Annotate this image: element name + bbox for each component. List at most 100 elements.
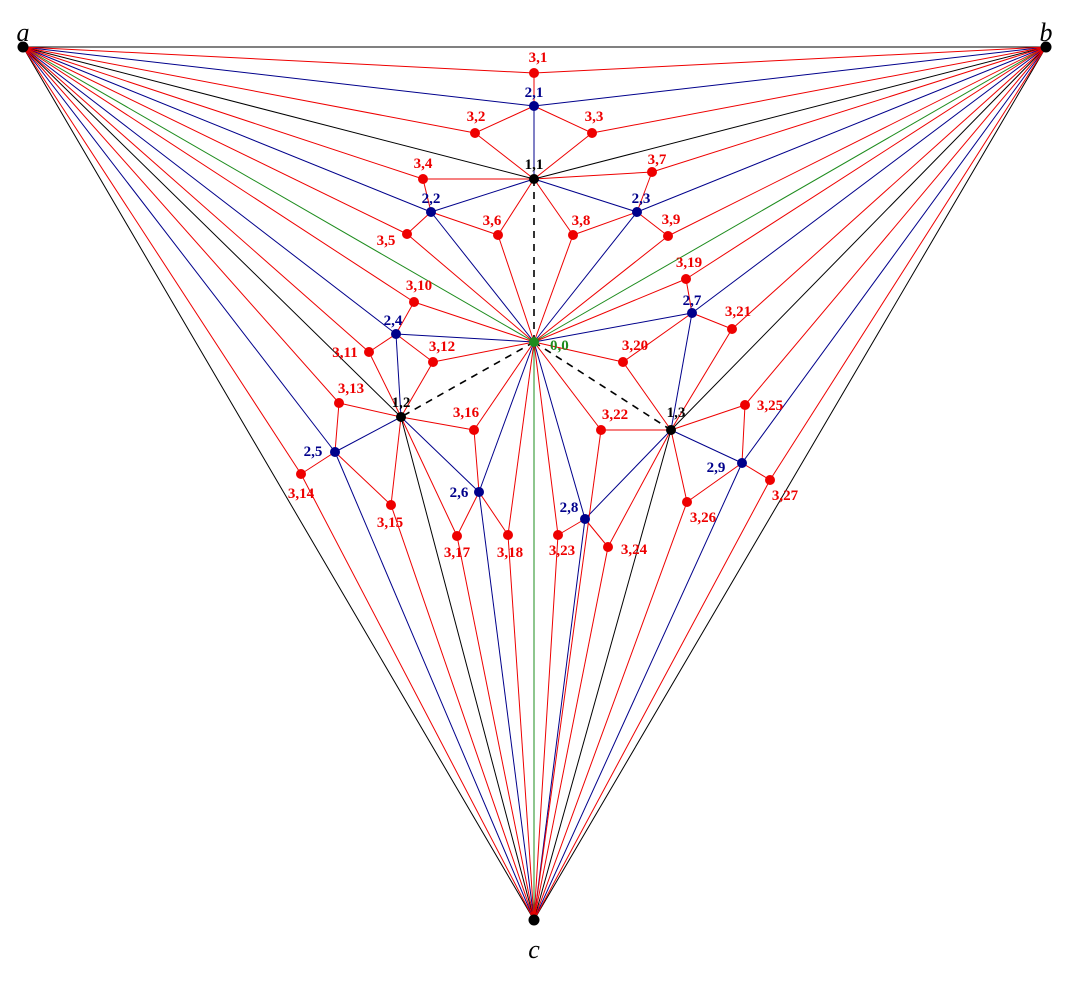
edge-c-3,17 [456, 535, 535, 921]
vertex-label-3-10: 3,10 [406, 278, 432, 294]
edge-c-3,27 [533, 479, 771, 921]
edge-c-1,3 [533, 429, 672, 921]
edge-0,0-2,2 [430, 211, 535, 343]
vertex-1-3 [666, 425, 676, 435]
vertex-label-2-4: 2,4 [384, 313, 403, 329]
vertex-label-3-7: 3,7 [648, 152, 667, 168]
edge-2,4-3,12 [395, 333, 434, 363]
vertex-2-8 [580, 514, 590, 524]
vertex-3-5 [402, 229, 412, 239]
edge-1,1-3,7 [533, 171, 653, 180]
edge-a-3,4 [22, 46, 424, 180]
edge-b-3,3 [591, 46, 1047, 134]
edge-b-3,21 [731, 46, 1047, 330]
edge-c-3,15 [390, 504, 535, 921]
vertex-label-3-5: 3,5 [377, 233, 396, 249]
edge-b-3,7 [651, 46, 1047, 173]
edge-b-c [533, 46, 1047, 921]
vertex-3-4 [418, 174, 428, 184]
edge-2,5-3,15 [334, 451, 392, 506]
vertex-2-2 [426, 207, 436, 217]
vertex-label-3-2: 3,2 [467, 109, 486, 125]
edge-1,2-3,16 [400, 416, 475, 431]
vertex-3-9 [663, 231, 673, 241]
edge-0,0-3,10 [413, 301, 535, 343]
edge-1,2-3,11 [368, 351, 402, 418]
edge-b-3,1 [533, 46, 1047, 74]
vertex-3-23 [553, 530, 563, 540]
vertex-3-18 [503, 530, 513, 540]
edge-0,0-3,8 [533, 234, 574, 343]
edge-2,9-3,26 [686, 462, 743, 503]
edges-layer [22, 46, 1047, 921]
edge-c-3,22 [533, 429, 602, 921]
vertex-label-3-16: 3,16 [453, 405, 480, 421]
edge-1,3-3,24 [607, 429, 672, 548]
edge-c-3,14 [300, 473, 535, 921]
vertex-label-0-0: 0,0 [550, 338, 569, 354]
edge-b-3,19 [685, 46, 1047, 280]
vertex-3-10 [409, 297, 419, 307]
vertex-label-3-15: 3,15 [377, 515, 403, 531]
vertex-3-15 [386, 500, 396, 510]
edge-2,9-3,27 [741, 462, 771, 481]
edge-1,1-3,8 [533, 178, 574, 236]
vertex-label-3-24: 3,24 [621, 542, 648, 558]
vertex-1-2 [396, 412, 406, 422]
vertex-3-21 [727, 324, 737, 334]
edge-2,7-3,19 [685, 278, 693, 314]
edge-2,4-3,10 [395, 301, 415, 335]
edge-a-c [22, 46, 535, 921]
vertex-3-12 [428, 357, 438, 367]
vertex-3-17 [452, 531, 462, 541]
vertex-label-3-9: 3,9 [662, 212, 681, 228]
edge-1,3-3,21 [670, 328, 733, 431]
edge-c-3,24 [533, 546, 609, 921]
vertex-3-20 [618, 357, 628, 367]
vertex-label-3-6: 3,6 [483, 213, 502, 229]
vertex-label-3-20: 3,20 [622, 338, 648, 354]
vertex-label-2-6: 2,6 [450, 485, 469, 501]
edge-b-2,7 [691, 46, 1047, 314]
vertex-2-6 [474, 487, 484, 497]
edge-c-2,6 [478, 491, 535, 921]
edge-2,6-3,16 [473, 429, 480, 493]
edge-1,2-3,13 [338, 402, 402, 418]
edge-0,0-3,16 [473, 341, 535, 431]
vertex-1-1 [529, 174, 539, 184]
vertex-label-3-22: 3,22 [602, 407, 628, 423]
edge-2,9-3,25 [741, 404, 746, 464]
edge-c-3,26 [533, 501, 688, 921]
edge-1,1-3,6 [497, 178, 535, 236]
edge-0,0-2,8 [533, 341, 586, 520]
edge-2,8-3,24 [584, 518, 609, 548]
edge-c-2,8 [533, 518, 586, 921]
edge-2,3-3,9 [636, 211, 669, 237]
vertex-label-3-19: 3,19 [676, 255, 702, 271]
edge-2,7-3,21 [691, 312, 733, 330]
vertex-3-1 [529, 68, 539, 78]
edge-1,3-2,8 [584, 429, 672, 520]
vertex-3-25 [740, 400, 750, 410]
edge-a-3,1 [22, 46, 535, 74]
edge-2,5-3,14 [300, 451, 336, 475]
vertex-label-3-21: 3,21 [725, 304, 751, 320]
vertex-label-1-3: 1,3 [667, 405, 686, 421]
vertex-3-16 [469, 425, 479, 435]
vertex-label-1-1: 1,1 [525, 157, 544, 173]
edge-a-1,2 [22, 46, 402, 418]
vertex-3-3 [587, 128, 597, 138]
vertex-0-0 [529, 337, 539, 347]
vertex-label-2-3: 2,3 [632, 191, 651, 207]
vertex-label-2-8: 2,8 [560, 500, 579, 516]
edge-0,0-2,6 [478, 341, 535, 493]
edge-b-3,25 [744, 46, 1047, 406]
vertex-b [1040, 41, 1052, 53]
vertex-3-7 [647, 167, 657, 177]
vertex-label-2-1: 2,1 [525, 85, 544, 101]
edge-b-0,0 [533, 46, 1047, 343]
edge-a-3,10 [22, 46, 415, 303]
edge-a-3,14 [22, 46, 302, 475]
edge-a-3,2 [22, 46, 476, 134]
vertex-label-3-13: 3,13 [338, 381, 364, 397]
